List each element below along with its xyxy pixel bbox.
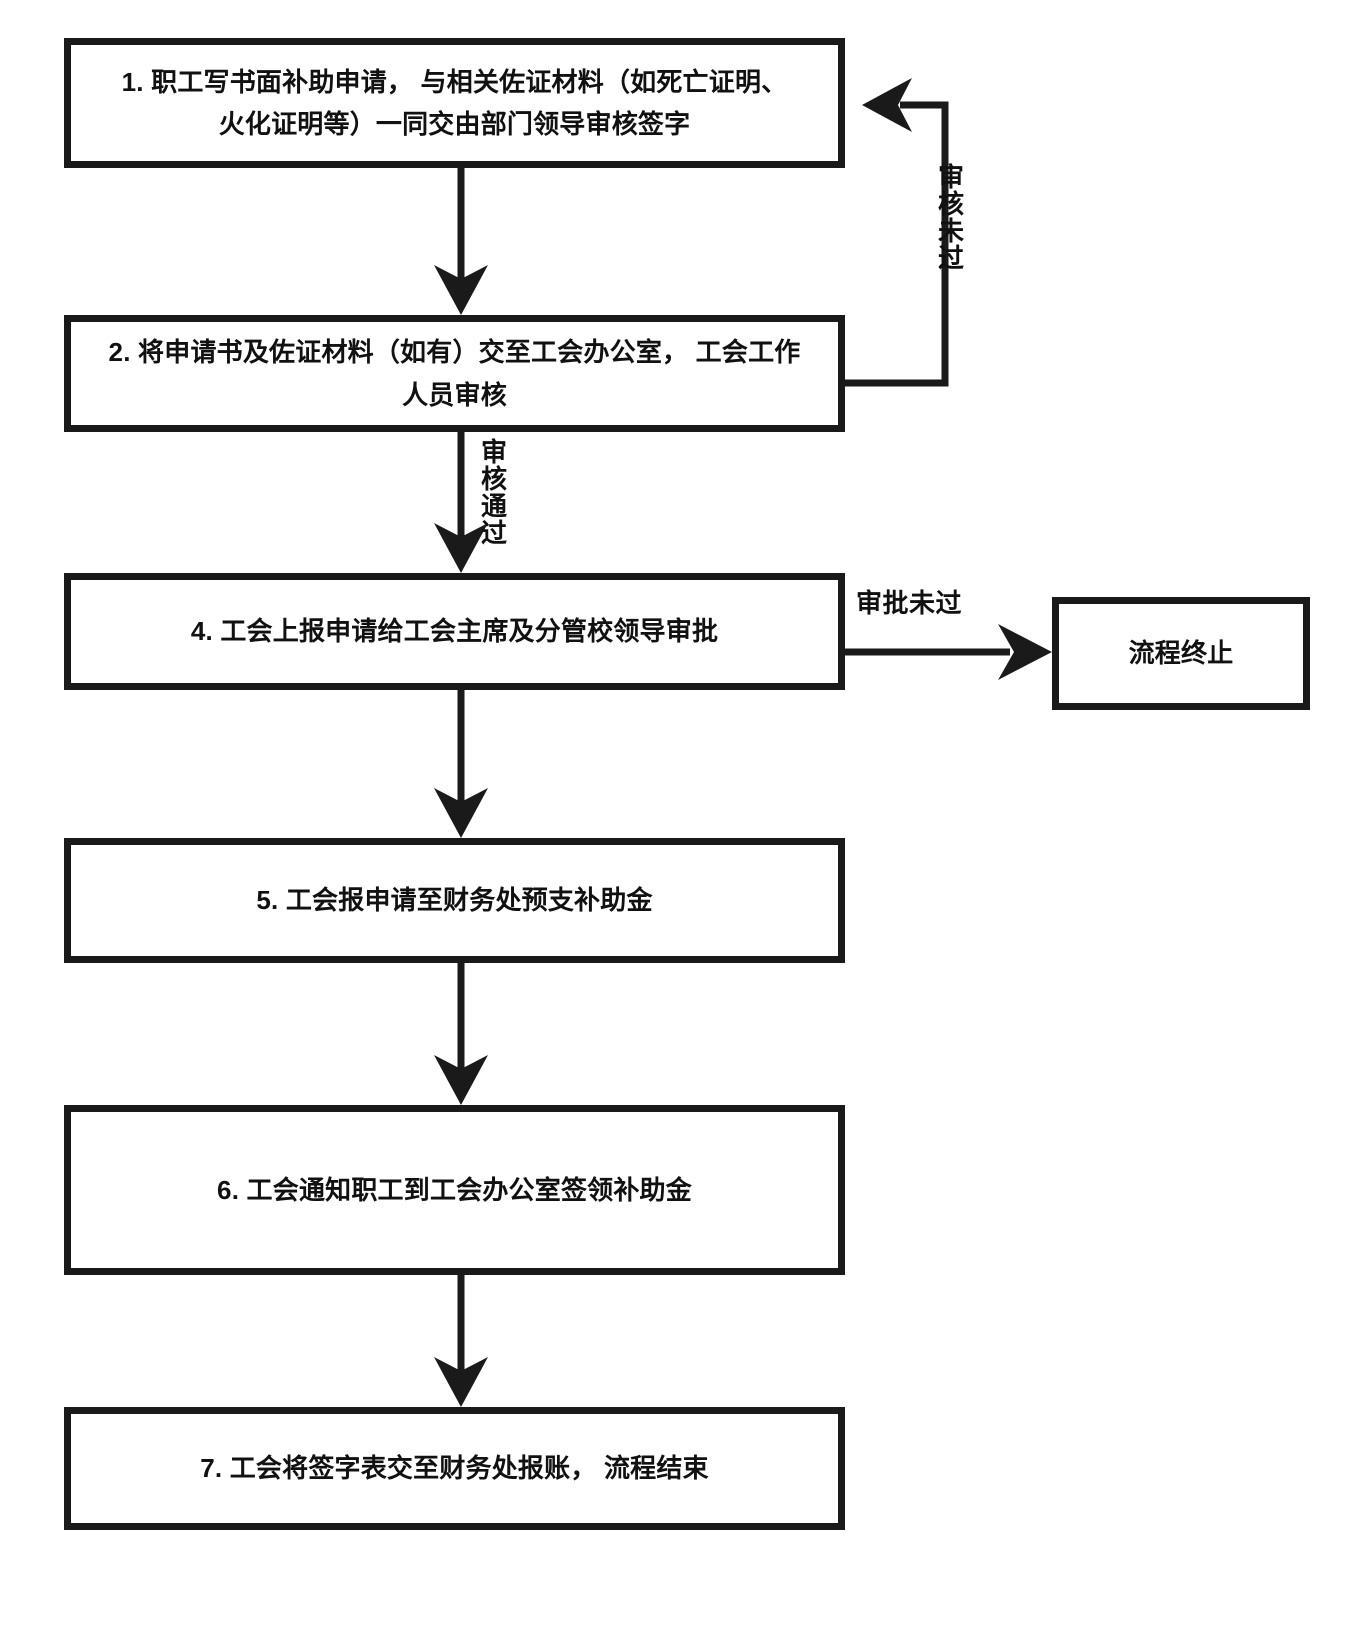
node-step4[interactable]: 4. 工会上报申请给工会主席及分管校领导审批 [64,573,845,690]
node-step2[interactable]: 2. 将申请书及佐证材料（如有）交至工会办公室， 工会工作 人员审核 [64,315,845,432]
node-step4-label: 4. 工会上报申请给工会主席及分管校领导审批 [190,616,719,647]
node-step5-label: 5. 工会报申请至财务处预支补助金 [256,885,653,916]
connector-review-failed-loop [845,78,949,387]
node-step1-label: 1. 职工写书面补助申请， 与相关佐证材料（如死亡证明、 火化证明等）一同交由部… [121,66,788,139]
connector-step5-to-step6 [434,963,488,1105]
connector-step1-to-step2 [434,168,488,315]
node-terminate[interactable]: 流程终止 [1052,597,1310,710]
edge-label-review-failed: 审核未过 [934,163,965,271]
node-step7-label: 7. 工会将签字表交至财务处报账， 流程结束 [200,1453,709,1484]
node-step7[interactable]: 7. 工会将签字表交至财务处报账， 流程结束 [64,1407,845,1530]
node-step6-label: 6. 工会通知职工到工会办公室签领补助金 [217,1174,692,1205]
connector-step4-to-step5 [434,690,488,838]
node-step5[interactable]: 5. 工会报申请至财务处预支补助金 [64,838,845,963]
node-step1[interactable]: 1. 职工写书面补助申请， 与相关佐证材料（如死亡证明、 火化证明等）一同交由部… [64,38,845,168]
node-terminate-label: 流程终止 [1128,638,1234,669]
connector-step6-to-step7 [434,1275,488,1407]
edge-label-review-passed: 审核通过 [477,438,508,546]
node-step6[interactable]: 6. 工会通知职工到工会办公室签领补助金 [64,1105,845,1275]
edge-label-approval-failed: 审批未过 [856,588,963,618]
node-step2-label: 2. 将申请书及佐证材料（如有）交至工会办公室， 工会工作 人员审核 [108,337,801,410]
connector-approval-failed [845,624,1052,680]
